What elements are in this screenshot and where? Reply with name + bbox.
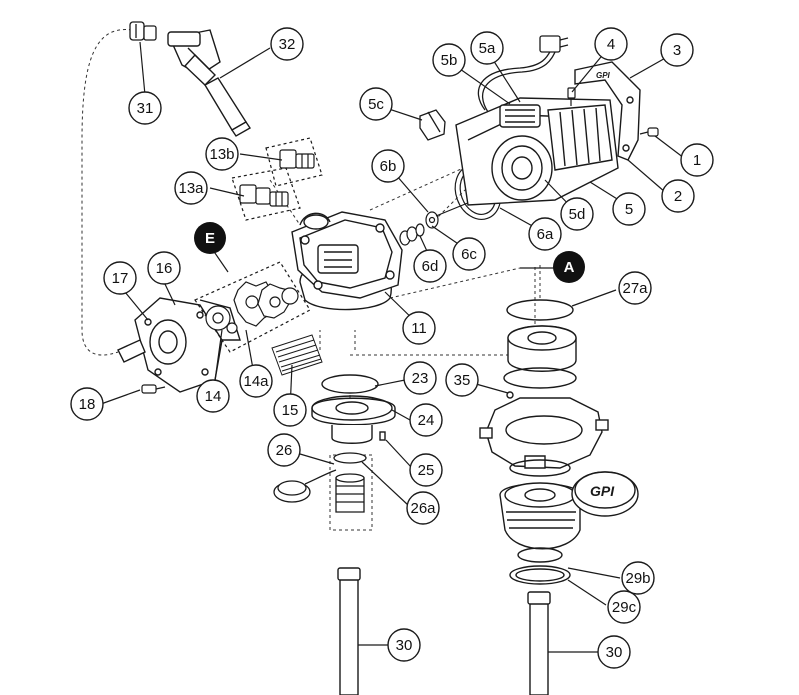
callout-4: 4 [594, 27, 628, 61]
callout-32: 32 [270, 27, 304, 61]
svg-text:A: A [564, 259, 575, 276]
callout-13a: 13a [174, 171, 208, 205]
marker-a: A [553, 251, 585, 283]
callout-5: 5 [612, 192, 646, 226]
svg-text:31: 31 [137, 100, 154, 117]
part-cap-nipple [273, 452, 367, 513]
svg-text:6c: 6c [461, 246, 477, 263]
svg-text:14a: 14a [243, 373, 269, 390]
svg-text:6a: 6a [537, 226, 554, 243]
part-screw-18 [141, 384, 166, 394]
callout-6c: 6c [452, 237, 486, 271]
callout-6d: 6d [413, 249, 447, 283]
part-rotor-set [194, 261, 311, 353]
part-switch [419, 109, 446, 141]
svg-text:16: 16 [156, 260, 173, 277]
motor-plate-logo: GPI [596, 71, 611, 80]
svg-text:27a: 27a [622, 280, 648, 297]
callout-5b: 5b [432, 43, 466, 77]
marker-e: E [194, 222, 226, 254]
svg-text:5b: 5b [441, 52, 458, 69]
part-valve-13b [265, 137, 323, 187]
svg-text:30: 30 [606, 644, 623, 661]
callout-17: 17 [103, 261, 137, 295]
svg-text:E: E [205, 230, 215, 247]
svg-text:11: 11 [411, 320, 427, 337]
callout-29b: 29b [621, 561, 655, 595]
callout-5c: 5c [359, 87, 393, 121]
svg-text:32: 32 [279, 36, 296, 53]
callout-26a: 26a [406, 491, 440, 525]
svg-text:6d: 6d [422, 258, 439, 275]
svg-text:5d: 5d [569, 206, 586, 223]
svg-text:26a: 26a [410, 500, 436, 517]
svg-text:30: 30 [396, 637, 413, 654]
svg-text:29b: 29b [625, 570, 650, 587]
svg-text:5a: 5a [479, 40, 496, 57]
callout-6a: 6a [528, 217, 562, 251]
svg-text:35: 35 [454, 372, 471, 389]
svg-text:23: 23 [412, 370, 429, 387]
callout-14a: 14a [239, 364, 273, 398]
svg-text:15: 15 [282, 402, 299, 419]
callout-25: 25 [409, 453, 443, 487]
svg-text:24: 24 [418, 412, 435, 429]
part-filter-screen [271, 334, 323, 376]
svg-text:5: 5 [625, 201, 633, 218]
callout-15: 15 [273, 393, 307, 427]
callout-1: 1 [680, 143, 714, 177]
filter-cap-logo: GPI [590, 483, 615, 499]
svg-text:4: 4 [607, 36, 615, 53]
part-motor [455, 97, 619, 206]
svg-text:1: 1 [693, 152, 701, 169]
callout-6b: 6b [371, 149, 405, 183]
part-swivel-fitting [129, 21, 157, 41]
callout-18: 18 [70, 387, 104, 421]
callout-31: 31 [128, 91, 162, 125]
part-screws-top [567, 87, 659, 137]
part-pump-housing [291, 211, 403, 311]
svg-text:17: 17 [112, 270, 129, 287]
callout-14: 14 [196, 379, 230, 413]
svg-text:5c: 5c [368, 96, 384, 113]
part-flange-adapter [311, 374, 396, 444]
callout-13b: 13b [205, 137, 239, 171]
svg-text:29c: 29c [612, 599, 637, 616]
callout-16: 16 [147, 251, 181, 285]
callout-30-right: 30 [597, 635, 631, 669]
callout-11: 11 [402, 311, 436, 345]
callout-24: 24 [409, 403, 443, 437]
svg-text:25: 25 [418, 462, 435, 479]
part-meter-assembly [479, 299, 609, 585]
callout-5a: 5a [470, 31, 504, 65]
part-suction-pipes [337, 567, 551, 695]
part-power-cord [477, 35, 569, 113]
callout-3: 3 [660, 33, 694, 67]
callout-5d: 5d [560, 197, 594, 231]
svg-text:3: 3 [673, 42, 681, 59]
callout-26: 26 [267, 433, 301, 467]
callout-35: 35 [445, 363, 479, 397]
part-filter-cap [571, 471, 639, 517]
svg-text:2: 2 [674, 188, 682, 205]
svg-text:26: 26 [276, 442, 293, 459]
svg-text:6b: 6b [380, 158, 397, 175]
callout-23: 23 [403, 361, 437, 395]
svg-text:13a: 13a [178, 180, 204, 197]
svg-text:14: 14 [205, 388, 222, 405]
svg-text:13b: 13b [209, 146, 234, 163]
part-mounting-bracket [574, 61, 641, 161]
part-valve-13a [231, 167, 301, 221]
callout-27a: 27a [618, 271, 652, 305]
callout-2: 2 [661, 179, 695, 213]
callout-30-left: 30 [387, 628, 421, 662]
part-end-cover [117, 297, 241, 393]
part-nozzle [167, 29, 251, 137]
svg-text:18: 18 [79, 396, 96, 413]
callout-29c: 29c [607, 590, 641, 624]
